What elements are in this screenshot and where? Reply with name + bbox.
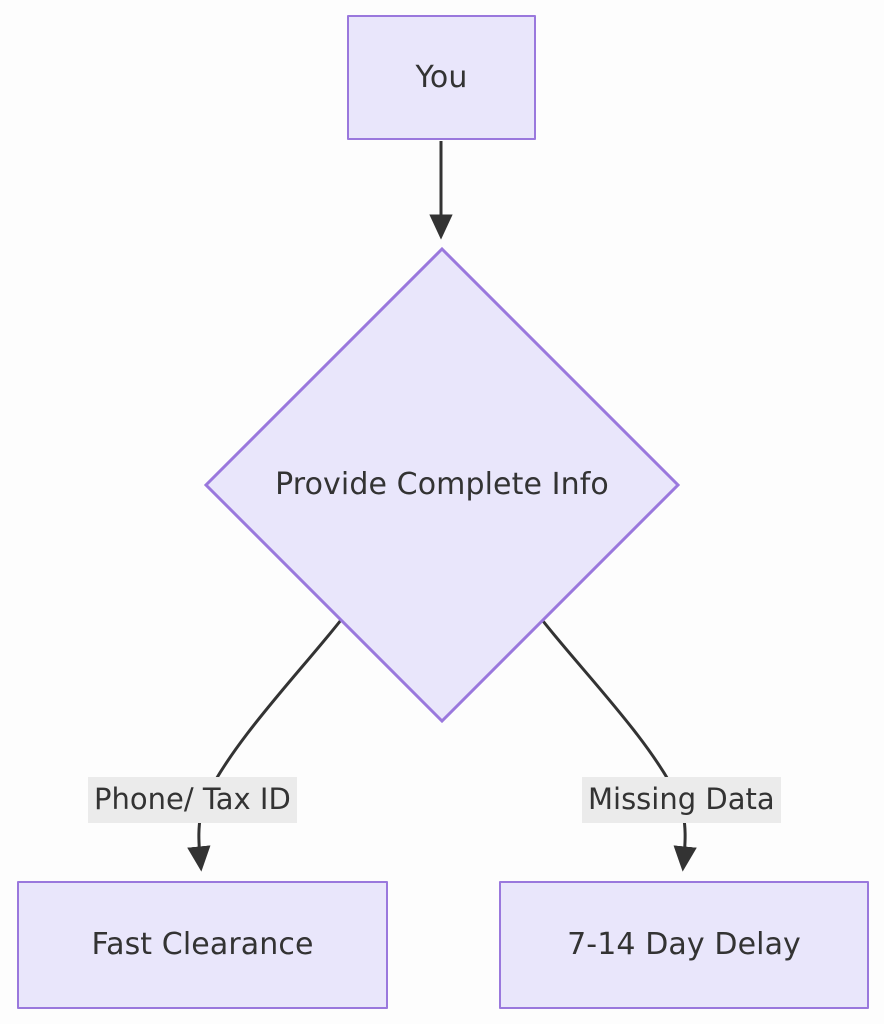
node-decision[interactable]: Provide Complete Info <box>204 247 680 723</box>
node-fast-clearance[interactable]: Fast Clearance <box>17 881 388 1009</box>
node-you-label: You <box>415 59 468 95</box>
node-delay-label: 7-14 Day Delay <box>567 927 801 962</box>
diamond-shape <box>204 247 680 723</box>
node-decision-label: Provide Complete Info <box>275 467 609 502</box>
node-fast-clearance-label: Fast Clearance <box>91 927 314 962</box>
node-delay[interactable]: 7-14 Day Delay <box>499 881 869 1009</box>
node-you[interactable]: You <box>347 15 536 140</box>
edge-label-missing-data: Missing Data <box>582 777 781 824</box>
edge-label-phone-tax-id: Phone/ Tax ID <box>88 777 297 824</box>
